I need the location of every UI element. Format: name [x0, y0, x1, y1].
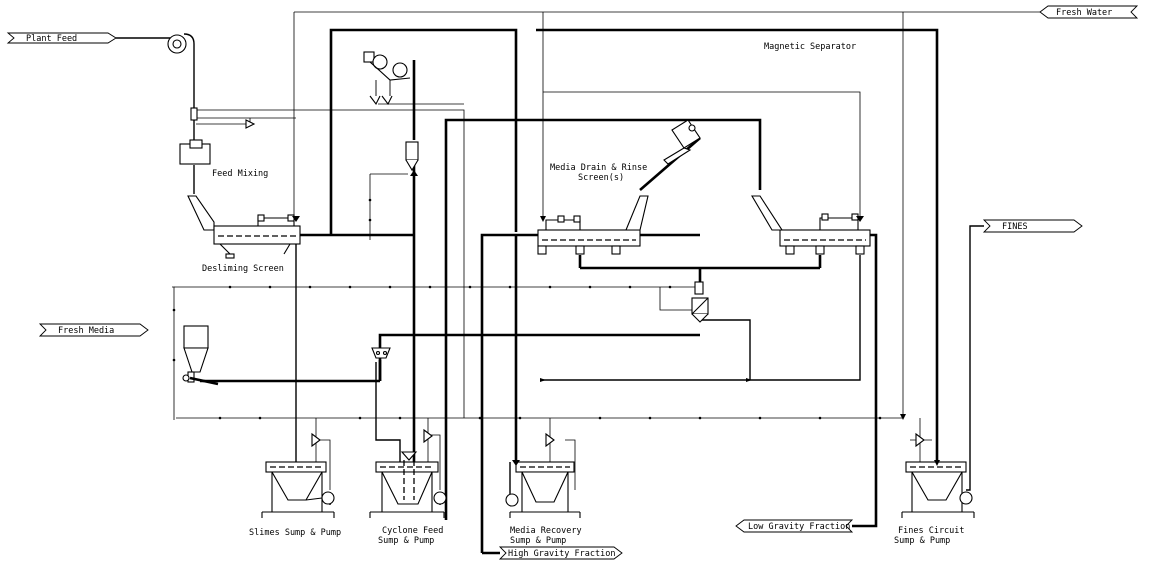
media-recovery-label-line2: Sump & Pump — [510, 536, 566, 546]
slimes-sump-label: Slimes Sump & Pump — [249, 528, 341, 538]
fines-circuit-label-line2: Sump & Pump — [894, 536, 950, 546]
cyclone-feed-sump: Cyclone Feed Sump & Pump — [369, 451, 447, 546]
fines-circuit-label-line1: Fines Circuit — [898, 526, 965, 536]
plant-feed-terminal: Plant Feed — [6, 32, 117, 44]
fresh-media-label: Fresh Media — [58, 326, 114, 336]
fresh-water-lines — [172, 11, 1040, 490]
feed-mixing-label: Feed Mixing — [212, 169, 268, 179]
high-gravity-terminal: High Gravity Fraction — [498, 546, 623, 560]
desliming-screen-label: Desliming Screen — [202, 264, 284, 274]
plant-feed-label: Plant Feed — [26, 34, 77, 44]
magnetic-separator-label: Magnetic Separator — [764, 42, 856, 52]
process-lines — [116, 28, 984, 555]
media-drain-label-line1: Media Drain & Rinse — [550, 163, 647, 173]
splitter-box — [371, 347, 391, 359]
fresh-media-terminal: Fresh Media — [38, 323, 149, 337]
fines-circuit-sump: Fines Circuit Sump & Pump — [894, 461, 975, 546]
low-gravity-terminal: Low Gravity Fraction — [735, 519, 854, 533]
feed-conveyor-pulley — [167, 34, 187, 54]
media-drain-screen-right — [751, 195, 871, 255]
cyclone-feed-label-line1: Cyclone Feed — [382, 526, 443, 536]
slimes-sump: Slimes Sump & Pump — [249, 461, 341, 538]
high-gravity-label: High Gravity Fraction — [508, 549, 615, 559]
feed-mixing-box: Feed Mixing — [179, 107, 268, 179]
flow-arrowheads — [292, 170, 940, 466]
line-dots — [172, 198, 882, 420]
magnetic-separator-unit: Magnetic Separator — [363, 42, 856, 172]
valves — [245, 119, 925, 448]
fresh-water-label: Fresh Water — [1056, 8, 1112, 18]
densifier-unit — [691, 281, 709, 323]
media-recovery-label-line1: Media Recovery — [510, 526, 582, 536]
fines-label: FINES — [1002, 222, 1028, 232]
media-drain-label-line2: Screen(s) — [578, 173, 624, 183]
low-gravity-label: Low Gravity Fraction — [748, 522, 850, 532]
fresh-water-terminal: Fresh Water — [1039, 5, 1139, 19]
cyclone-feed-label-line2: Sump & Pump — [378, 536, 434, 546]
media-drain-screen-left — [537, 195, 649, 255]
desliming-screen: Desliming Screen — [187, 195, 301, 274]
fines-terminal: FINES — [982, 219, 1083, 233]
media-recovery-sump: Media Recovery Sump & Pump — [505, 461, 582, 546]
fresh-media-hopper — [182, 325, 219, 386]
dense-media-cyclone: Media Drain & Rinse Screen(s) — [550, 119, 701, 183]
